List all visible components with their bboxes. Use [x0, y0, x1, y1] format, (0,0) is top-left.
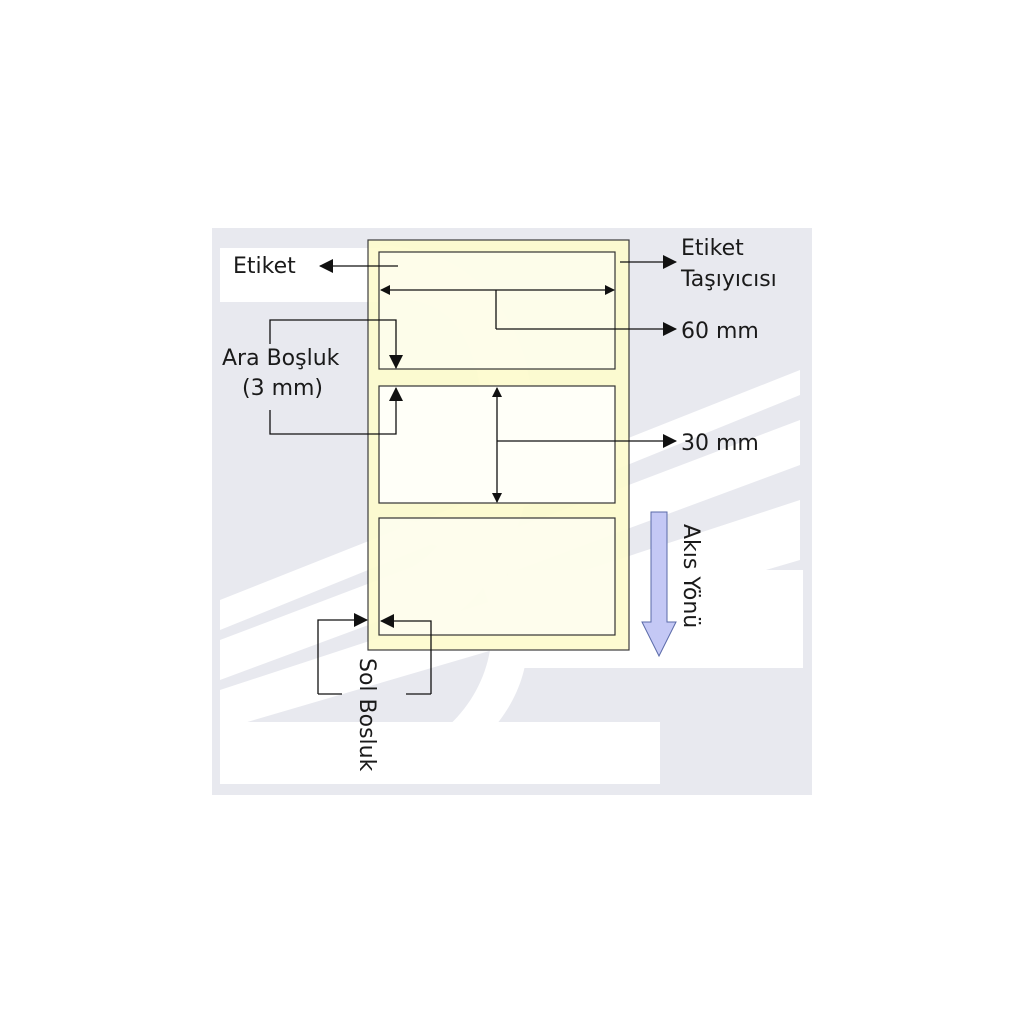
left-margin-dimension	[317, 613, 432, 695]
left-margin-text: Sol Bosluk	[354, 658, 379, 772]
label-text: Etiket	[233, 254, 296, 279]
flow-direction-text: Akıs Yönü	[678, 524, 703, 628]
width-dimension	[380, 285, 677, 336]
carrier-text-line2: Taşıyıcısı	[680, 267, 777, 292]
gap-text-line2: (3 mm)	[242, 376, 323, 401]
flow-direction-arrow	[641, 511, 677, 658]
gap-text-line1: Ara Boşluk	[222, 346, 340, 371]
label-1	[378, 251, 616, 370]
height-dimension	[492, 387, 677, 503]
width-value: 60 mm	[681, 319, 759, 344]
label-3	[378, 517, 616, 636]
gap-dimension	[269, 319, 403, 435]
carrier-text-line1: Etiket	[681, 236, 744, 261]
height-value: 30 mm	[681, 431, 759, 456]
